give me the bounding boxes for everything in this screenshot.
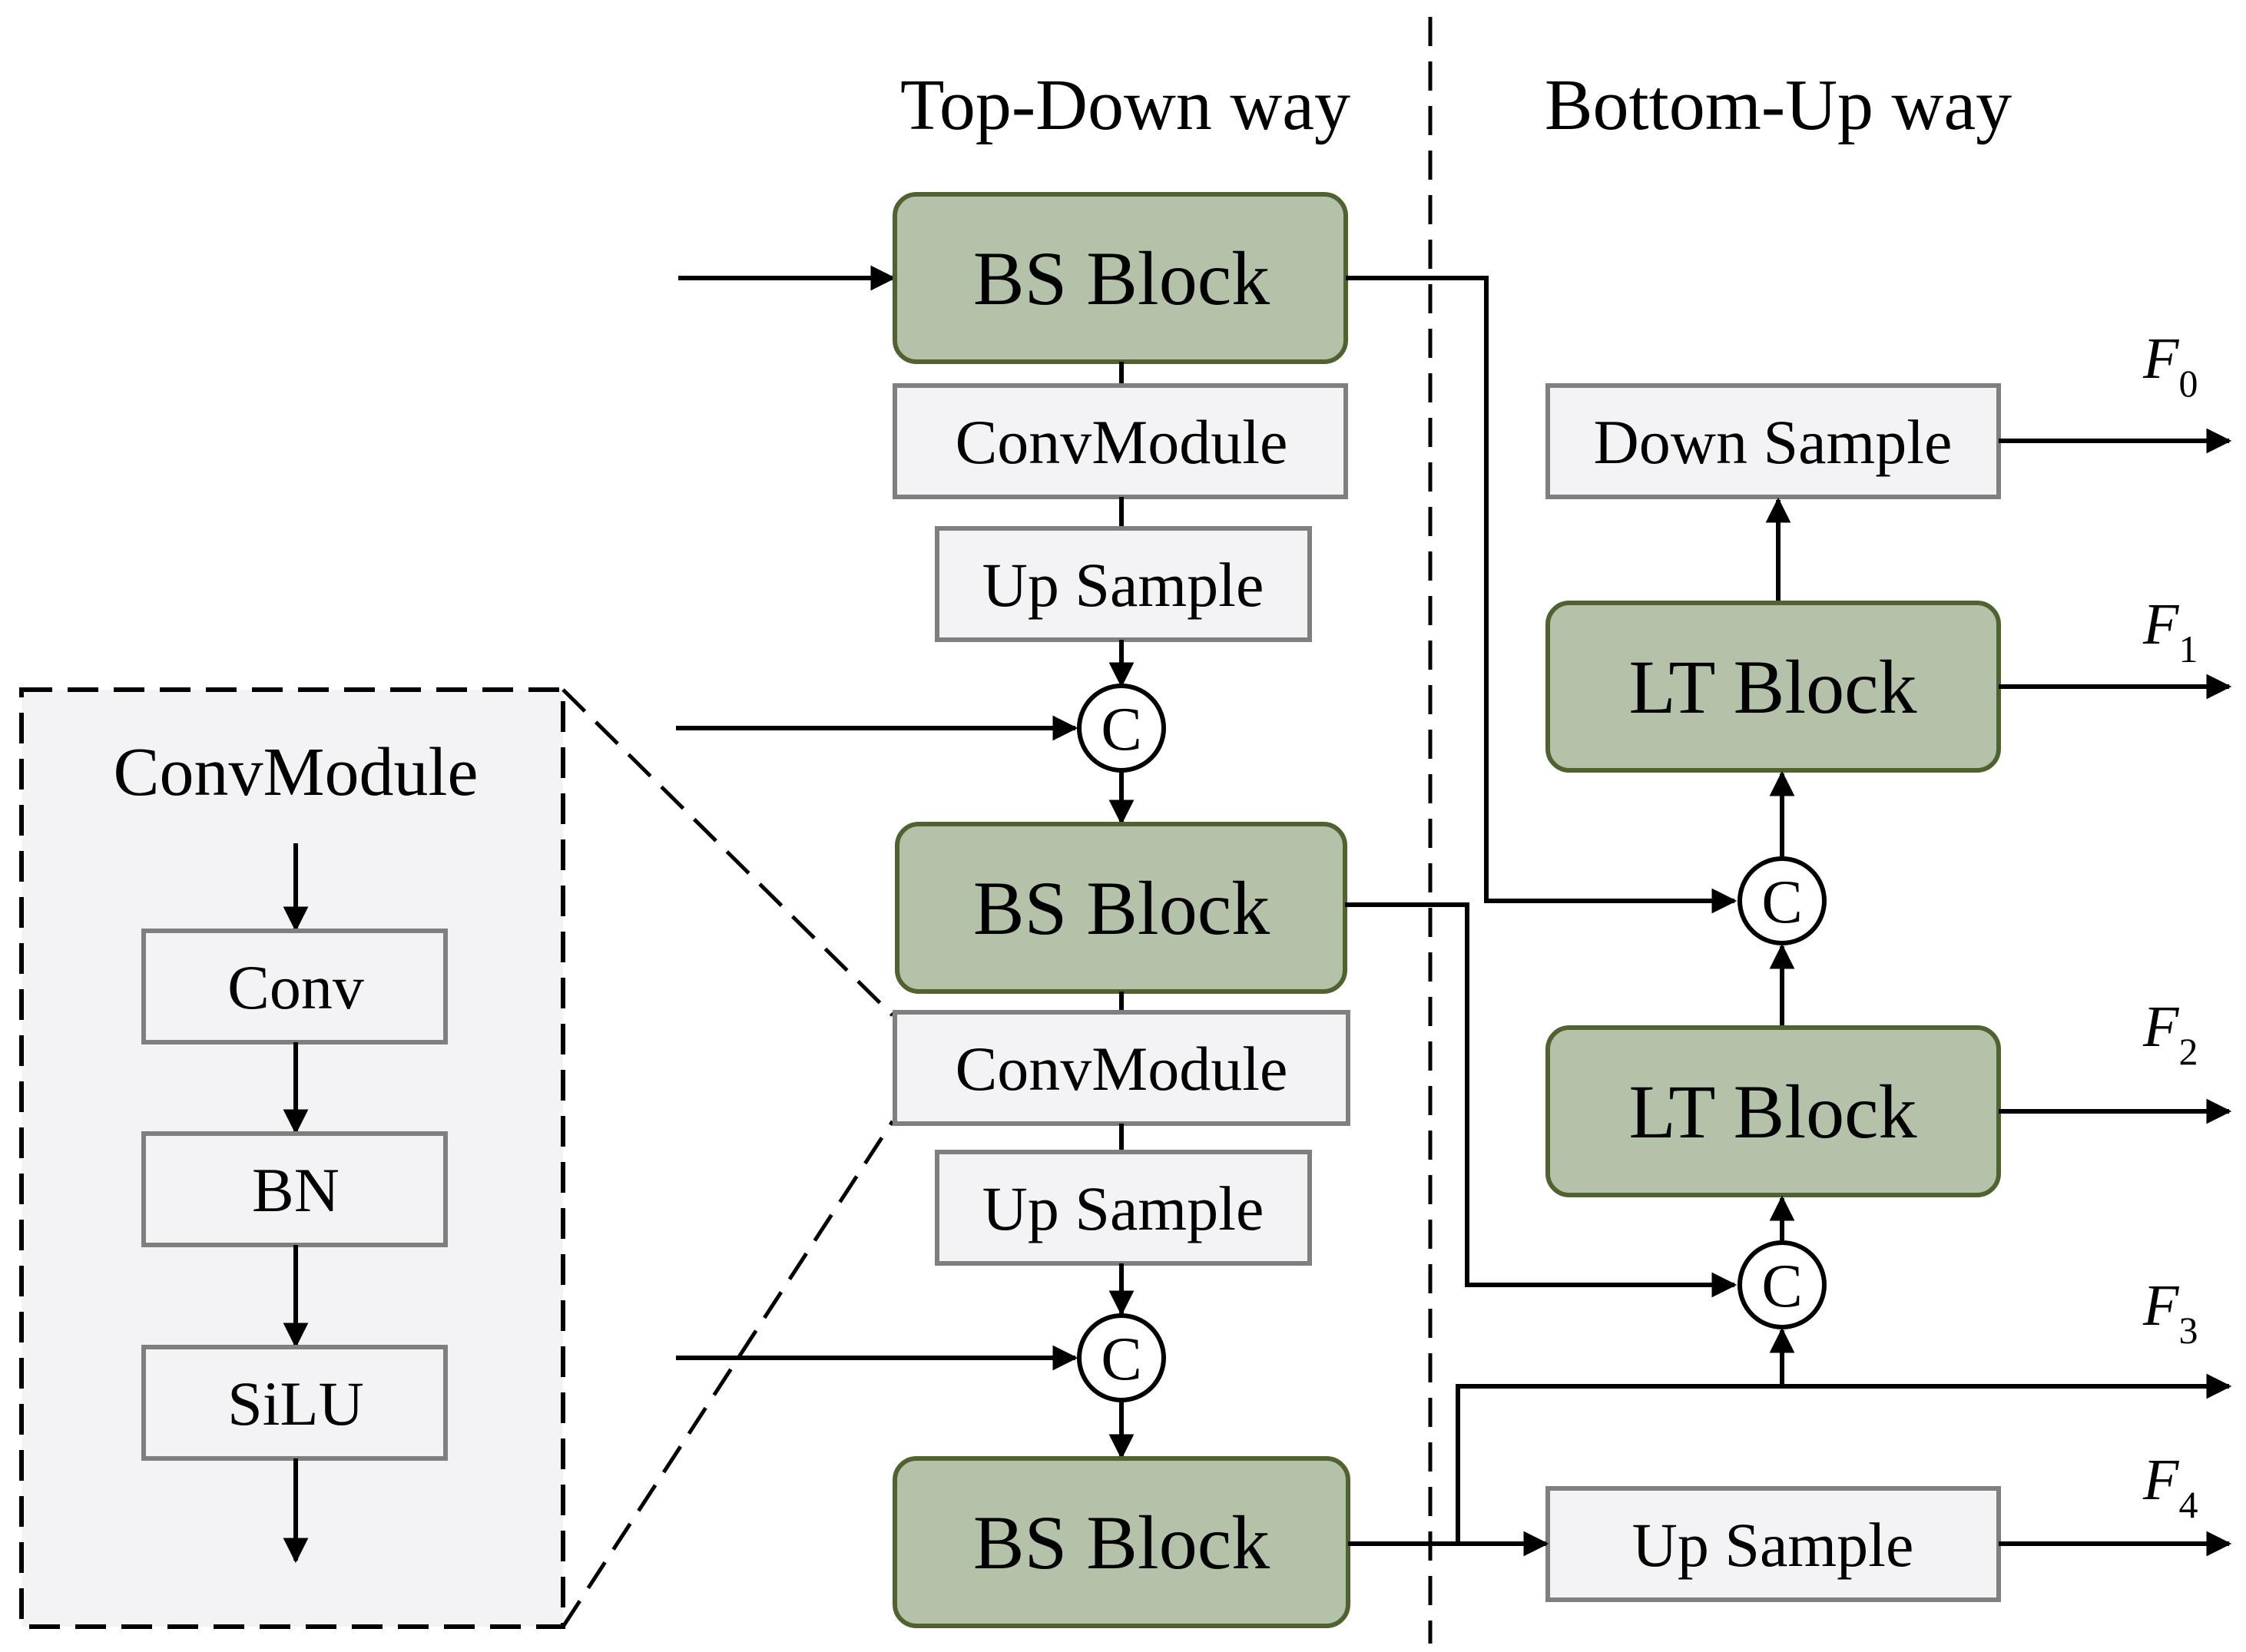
- output-label-f1: F1: [2142, 592, 2198, 670]
- header-bottom-up: Bottom-Up way: [1545, 65, 2012, 145]
- concat-td-2-label: C: [1101, 1326, 1141, 1393]
- up-sample-box-bu: [1545, 1486, 2001, 1602]
- lt-block-1-label: LT Block: [1628, 644, 1916, 730]
- skip-bs2-to-concat: [1345, 902, 1738, 1298]
- convmodule-detail-title: ConvModule: [113, 734, 478, 810]
- up-sample-box-1: [935, 526, 1312, 642]
- bs-block-1-label: BS Block: [973, 236, 1270, 321]
- convmodule-1-label: ConvModule: [956, 407, 1288, 477]
- bs-block-3-label: BS Block: [973, 1500, 1270, 1585]
- convmodule-2-label: ConvModule: [956, 1034, 1288, 1104]
- up-sample-bu-label: Up Sample: [1632, 1510, 1914, 1580]
- header-top-down: Top-Down way: [900, 65, 1350, 145]
- output-label-f4: F4: [2142, 1448, 2198, 1526]
- bs-block-2-label: BS Block: [973, 866, 1270, 951]
- convmodule-box-2: [893, 1010, 1350, 1126]
- up-sample-box-2: [935, 1150, 1312, 1266]
- concat-bu-1-label: C: [1761, 869, 1802, 936]
- silu-label: SiLU: [227, 1369, 364, 1438]
- concat-td-1-label: C: [1101, 696, 1141, 763]
- bn-label: BN: [252, 1155, 340, 1225]
- bn-box: [141, 1131, 448, 1247]
- concat-bu-2-label: C: [1761, 1253, 1802, 1320]
- lt-block-2-label: LT Block: [1628, 1069, 1916, 1154]
- skip-bs1-to-concat: [1346, 276, 1738, 914]
- output-label-f0: F0: [2142, 326, 2198, 405]
- zoom-line-bottom: [561, 1120, 895, 1628]
- output-label-f2: F2: [2142, 995, 2198, 1073]
- zoom-line-top: [562, 688, 894, 1017]
- concat-node-bu-1: [1738, 856, 1827, 945]
- arrow-f3-output: [1456, 1373, 2232, 1544]
- output-label-f3: F3: [2142, 1273, 2198, 1352]
- conv-label: Conv: [227, 952, 364, 1022]
- concat-node-bu-2: [1738, 1240, 1827, 1329]
- down-sample-label: Down Sample: [1594, 407, 1953, 477]
- up-sample-1-label: Up Sample: [982, 550, 1264, 620]
- up-sample-2-label: Up Sample: [982, 1174, 1264, 1243]
- conv-box: [141, 929, 448, 1045]
